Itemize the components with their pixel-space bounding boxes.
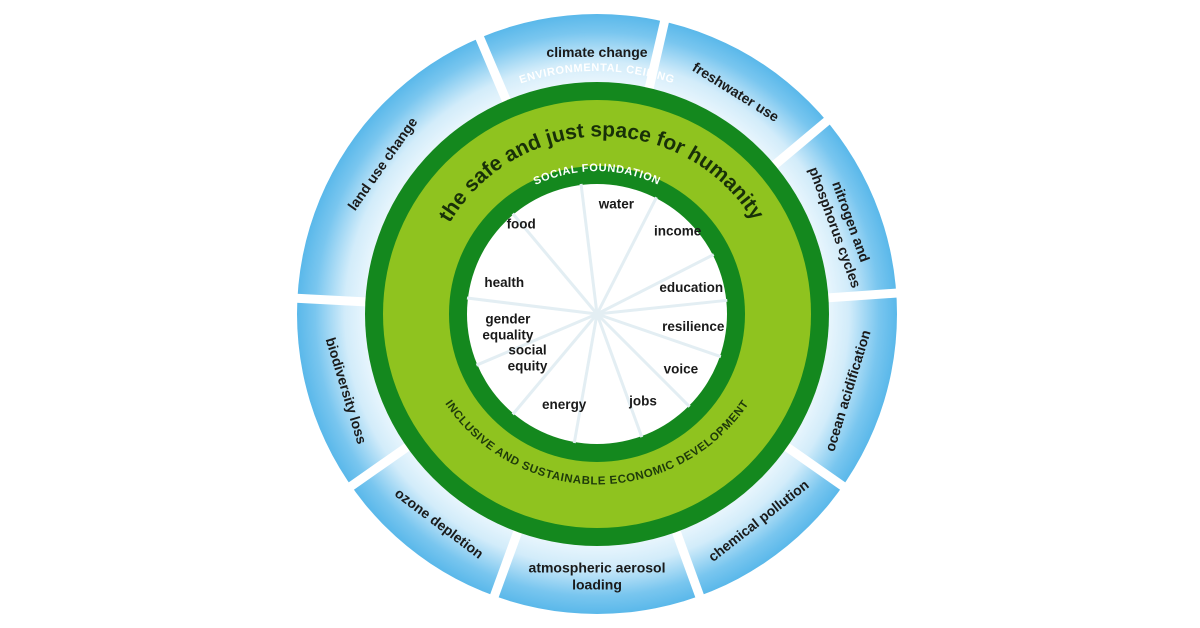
social-label-health: health (484, 275, 524, 290)
social-spoke (595, 313, 644, 438)
social-label-line: health (484, 275, 524, 290)
social-spoke (595, 196, 658, 315)
environmental-divider (669, 523, 707, 605)
social-label-line: resilience (662, 319, 725, 334)
social-label-line: social (508, 343, 546, 358)
environmental-divider (472, 28, 514, 109)
environmental-divider (821, 288, 905, 303)
social-label-food: food (507, 217, 536, 232)
environmental-divider (778, 439, 852, 495)
social-label-education: education (659, 280, 723, 295)
social-spoke (475, 312, 598, 367)
social-spoke (596, 298, 728, 316)
env-label-line: loading (572, 577, 622, 593)
environmental-divider (342, 439, 416, 495)
social-label-line: voice (664, 362, 699, 377)
social-label-income: income (654, 224, 702, 239)
social-spoke (511, 313, 599, 416)
social-spoke (596, 253, 715, 316)
social-label-line: energy (542, 397, 587, 412)
environmental-divider (766, 112, 836, 173)
social-spoke (572, 313, 599, 444)
social-labels: water income education resilience voice jobs e… (482, 197, 725, 413)
social-spoke (595, 312, 691, 408)
social-label-line: food (507, 217, 536, 232)
social-label-voice: voice (664, 362, 699, 377)
env-label-climate-change: climate change (546, 44, 647, 60)
social-label-line: education (659, 280, 723, 295)
social-label-water: water (598, 197, 635, 212)
social-label-resilience: resilience (662, 319, 725, 334)
environmental-spokes (289, 12, 905, 605)
environmental-divider (643, 12, 671, 96)
env-label-line: atmospheric aerosol (529, 560, 666, 576)
environmental-divider (289, 293, 373, 307)
env-label-line: climate change (546, 44, 647, 60)
social-spoke (511, 212, 599, 315)
social-spokes (466, 183, 728, 444)
social-label-line: gender (485, 312, 531, 327)
environmental-divider (487, 523, 525, 605)
social-label-line: jobs (628, 394, 657, 409)
social-spoke (466, 296, 598, 316)
social-label-line: equity (508, 359, 548, 374)
social-spoke (596, 312, 722, 359)
social-label-line: equality (482, 328, 534, 343)
social-label-energy: energy (542, 397, 587, 412)
social-label-line: water (598, 197, 635, 212)
social-spoke (579, 183, 599, 315)
social-label-jobs: jobs (628, 394, 657, 409)
social-label-line: income (654, 224, 702, 239)
